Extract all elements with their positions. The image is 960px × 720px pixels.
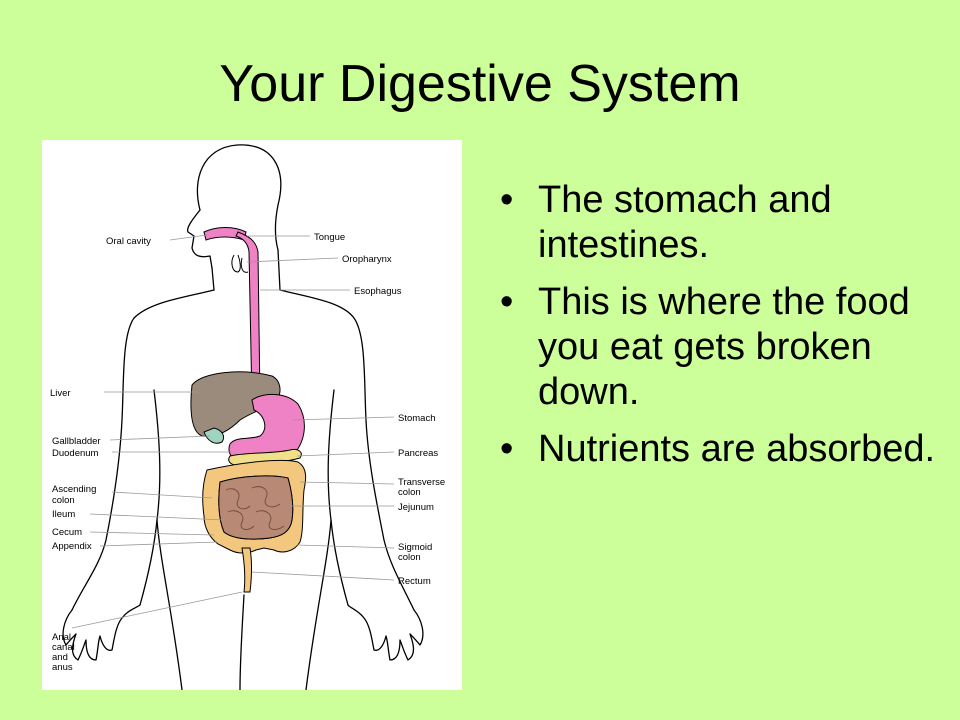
label-stomach: Stomach: [398, 413, 436, 424]
label-oropharynx: Oropharynx: [342, 254, 392, 265]
label-oral-cavity: Oral cavity: [106, 236, 151, 247]
gallbladder: [203, 427, 225, 444]
label-rectum: Rectum: [398, 576, 431, 587]
label-transverse: Transverse: [398, 477, 445, 488]
label-ileum: Ileum: [52, 509, 75, 520]
digestive-system-illustration: Oral cavity Liver Gallbladder Duodenum A…: [50, 144, 445, 690]
oropharynx: [231, 254, 249, 273]
label-transverse-colon: colon: [398, 487, 421, 498]
label-and: and: [52, 652, 68, 663]
leader-lines: [71, 234, 395, 629]
left-labels: Oral cavity Liver Gallbladder Duodenum A…: [50, 236, 151, 673]
label-ascending: Ascending: [52, 484, 96, 495]
rectum: [241, 547, 252, 593]
label-tongue: Tongue: [314, 232, 345, 243]
label-liver: Liver: [50, 388, 71, 399]
right-labels: Tongue Oropharynx Esophagus Stomach Panc…: [314, 232, 445, 587]
bullet-item-food-broken-down: This is where the food you eat gets brok…: [498, 280, 938, 415]
label-anus: anus: [52, 662, 73, 673]
label-duodenum: Duodenum: [52, 448, 99, 459]
slide-title: Your Digestive System: [219, 55, 741, 113]
bullet-item-stomach-intestines: The stomach and intestines.: [498, 178, 938, 268]
label-jejunum: Jejunum: [398, 502, 434, 513]
bullet-item-nutrients-absorbed: Nutrients are absorbed.: [498, 427, 938, 472]
label-canal: canal: [52, 642, 75, 653]
body-outline: [62, 144, 424, 690]
label-appendix: Appendix: [52, 541, 92, 552]
label-sigmoid-colon: colon: [398, 552, 421, 563]
label-cecum: Cecum: [52, 527, 82, 538]
label-sigmoid: Sigmoid: [398, 542, 432, 553]
label-esophagus: Esophagus: [354, 286, 402, 297]
label-gallbladder: Gallbladder: [52, 436, 101, 447]
label-anal: Anal: [52, 632, 71, 643]
label-ascending-colon: colon: [52, 495, 75, 506]
bullet-list: The stomach and intestines. This is wher…: [498, 178, 938, 484]
digestive-system-diagram: Oral cavity Liver Gallbladder Duodenum A…: [42, 140, 462, 690]
small-intestine: [218, 475, 294, 540]
label-pancreas: Pancreas: [398, 448, 438, 459]
